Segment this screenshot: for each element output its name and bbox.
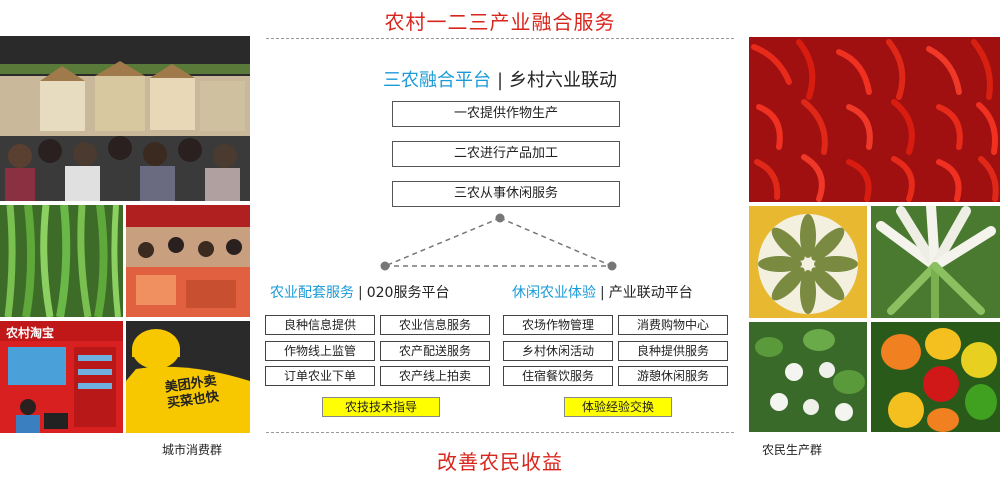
bell-pepper-photo (871, 322, 1000, 432)
red-chili-photo (749, 37, 1000, 202)
right-item-3: 乡村休闲活动 (503, 341, 613, 361)
rural-taobao-store-photo: 农村淘宝 (0, 321, 123, 433)
bottom-divider (266, 432, 734, 433)
left-section-heading: 农业配套服务|020服务平台 (270, 282, 449, 302)
stack-box-secondary: 二农进行产品加工 (392, 141, 620, 167)
triangle-connector (380, 213, 617, 271)
green-pepper-photo (0, 205, 123, 317)
white-radish-photo (871, 206, 1000, 318)
platform-subtitle: 三农融合平台|乡村六业联动 (300, 66, 700, 92)
right-section-heading: 休闲农业体验|产业联动平台 (512, 282, 693, 302)
right-heading-black: 产业联动平台 (608, 285, 693, 301)
stack-box-primary: 一农提供作物生产 (392, 101, 620, 127)
pickled-pepper-dish-photo (749, 206, 867, 318)
left-caption: 城市消费群 (162, 443, 223, 457)
right-heading-blue: 休闲农业体验 (512, 285, 596, 301)
right-heading-separator: | (600, 285, 605, 301)
left-item-3: 作物线上监管 (265, 341, 375, 361)
left-item-6: 农产线上拍卖 (380, 366, 490, 386)
footer-title: 改善农民收益 (437, 450, 563, 474)
left-heading-separator: | (358, 285, 363, 301)
right-item-2: 消费购物中心 (618, 315, 728, 335)
left-heading-blue: 农业配套服务 (270, 285, 354, 301)
outdoor-market-photo (126, 205, 250, 317)
connector-node-left (380, 261, 390, 271)
right-item-4: 良种提供服务 (618, 341, 728, 361)
delivery-rider-photo: 美团外卖 买菜也快 (126, 321, 250, 433)
subtitle-left: 三农融合平台 (382, 70, 491, 91)
left-highlight: 农技技术指导 (322, 397, 440, 417)
connector-node-right (607, 261, 617, 271)
stack-box-tertiary: 三农从事休闲服务 (392, 181, 620, 207)
connector-line-left (384, 217, 501, 267)
subtitle-separator: | (496, 70, 504, 91)
page-title: 农村一二三产业融合服务 (384, 10, 616, 34)
connector-line-right (499, 217, 613, 267)
left-heading-black: 020服务平台 (366, 285, 450, 301)
right-item-1: 农场作物管理 (503, 315, 613, 335)
left-item-5: 订单农业下单 (265, 366, 375, 386)
left-item-2: 农业信息服务 (380, 315, 490, 335)
white-strawberry-photo (749, 322, 867, 432)
right-caption: 农民生产群 (762, 443, 823, 457)
right-item-5: 住宿餐饮服务 (503, 366, 613, 386)
market-crowd-photo (0, 36, 250, 201)
top-divider (266, 38, 734, 39)
right-highlight: 体验经验交换 (564, 397, 672, 417)
connector-node-top (495, 213, 505, 223)
left-item-1: 良种信息提供 (265, 315, 375, 335)
left-item-4: 农产配送服务 (380, 341, 490, 361)
store-sign-text: 农村淘宝 (6, 326, 55, 340)
right-item-6: 游憩休闲服务 (618, 366, 728, 386)
subtitle-right: 乡村六业联动 (509, 70, 618, 91)
